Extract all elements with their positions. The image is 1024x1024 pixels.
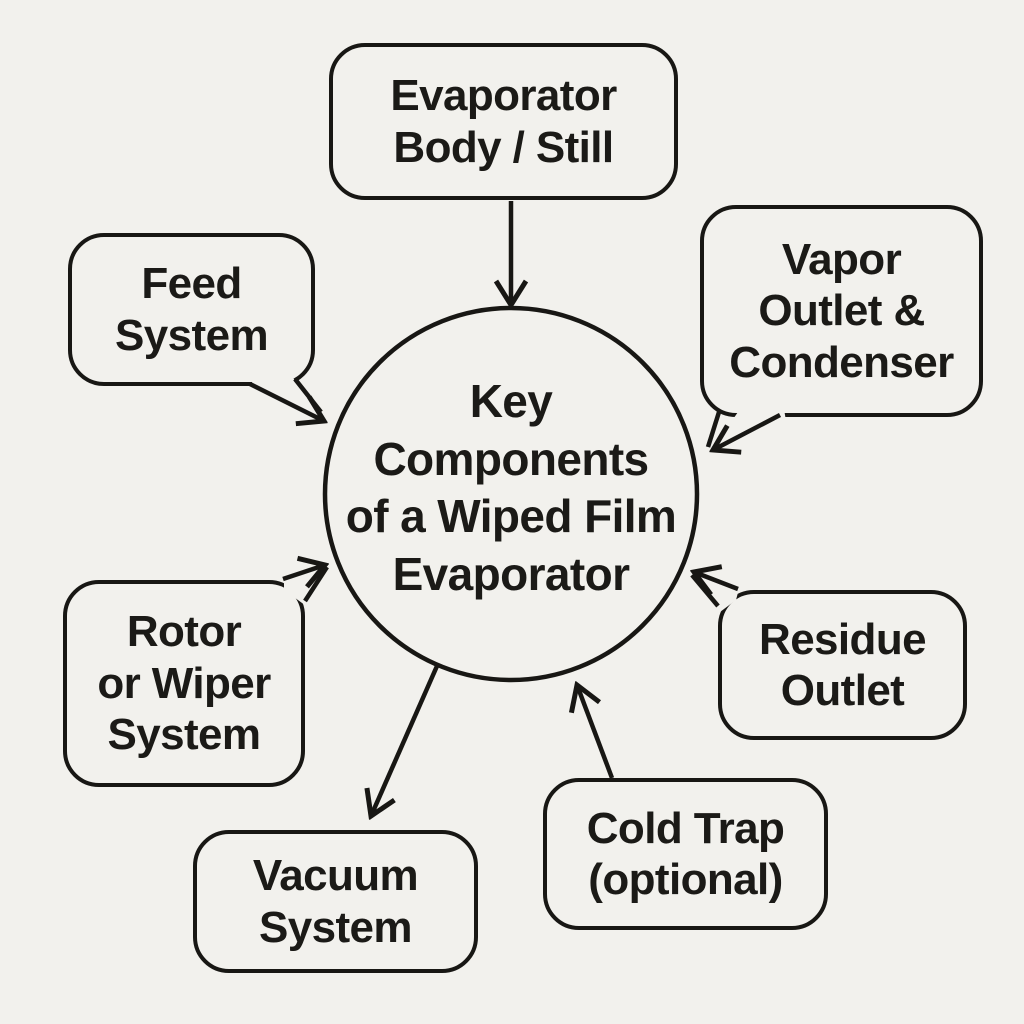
node-vapor-outlet-condenser: Vapor Outlet & Condenser: [700, 205, 983, 417]
arrow-center-to-vacuum: [371, 665, 440, 816]
node-vacuum-system: Vacuum System: [193, 830, 478, 973]
node-feed-system: Feed System: [68, 233, 315, 386]
node-residue-outlet: Residue Outlet: [718, 590, 967, 740]
center-circle-label: Key Components of a Wiped Film Evaporato…: [345, 375, 677, 600]
node-rotor-wiper-system: Rotor or Wiper System: [63, 580, 305, 787]
node-evaporator-body-still: Evaporator Body / Still: [329, 43, 678, 200]
arrow-coldtrap-to-center: [577, 685, 615, 779]
node-cold-trap-optional: Cold Trap (optional): [543, 778, 828, 930]
